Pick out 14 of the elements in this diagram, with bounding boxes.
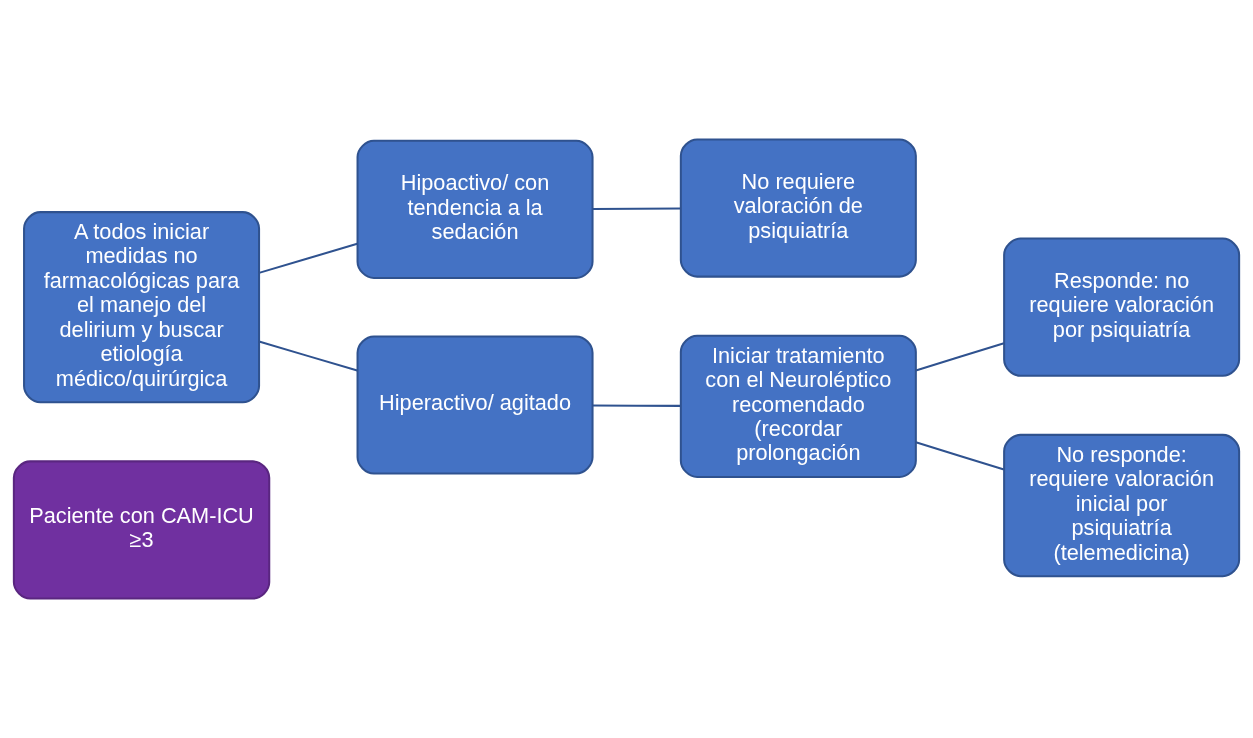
node-box: Iniciar tratamiento con el Neuroléptico recomendado (recordar prolongación (679, 334, 917, 478)
connector (258, 340, 358, 372)
node-box: A todos iniciar medidas no farmacológicas para el manejo del delirium y buscar etiología médico/quirúrgica (23, 211, 261, 404)
connector (915, 342, 1005, 372)
node-box: Paciente con CAM-ICU ≥3 (12, 460, 271, 600)
connector (592, 404, 681, 407)
node-box: No requiere valoración de psiquiatría (679, 138, 917, 278)
connector (592, 207, 681, 210)
node-box: Hiperactivo/ agitado (356, 335, 594, 475)
node-box: Hipoactivo/ con tendencia a la sedación (356, 139, 594, 279)
node-box: No responde: requiere valoración inicial por psiquiatría (telemedicina) (1003, 433, 1241, 578)
node-box: Responde: no requiere valoración por psiquiatría (1003, 237, 1241, 377)
connector (258, 242, 358, 274)
connector (915, 441, 1005, 471)
